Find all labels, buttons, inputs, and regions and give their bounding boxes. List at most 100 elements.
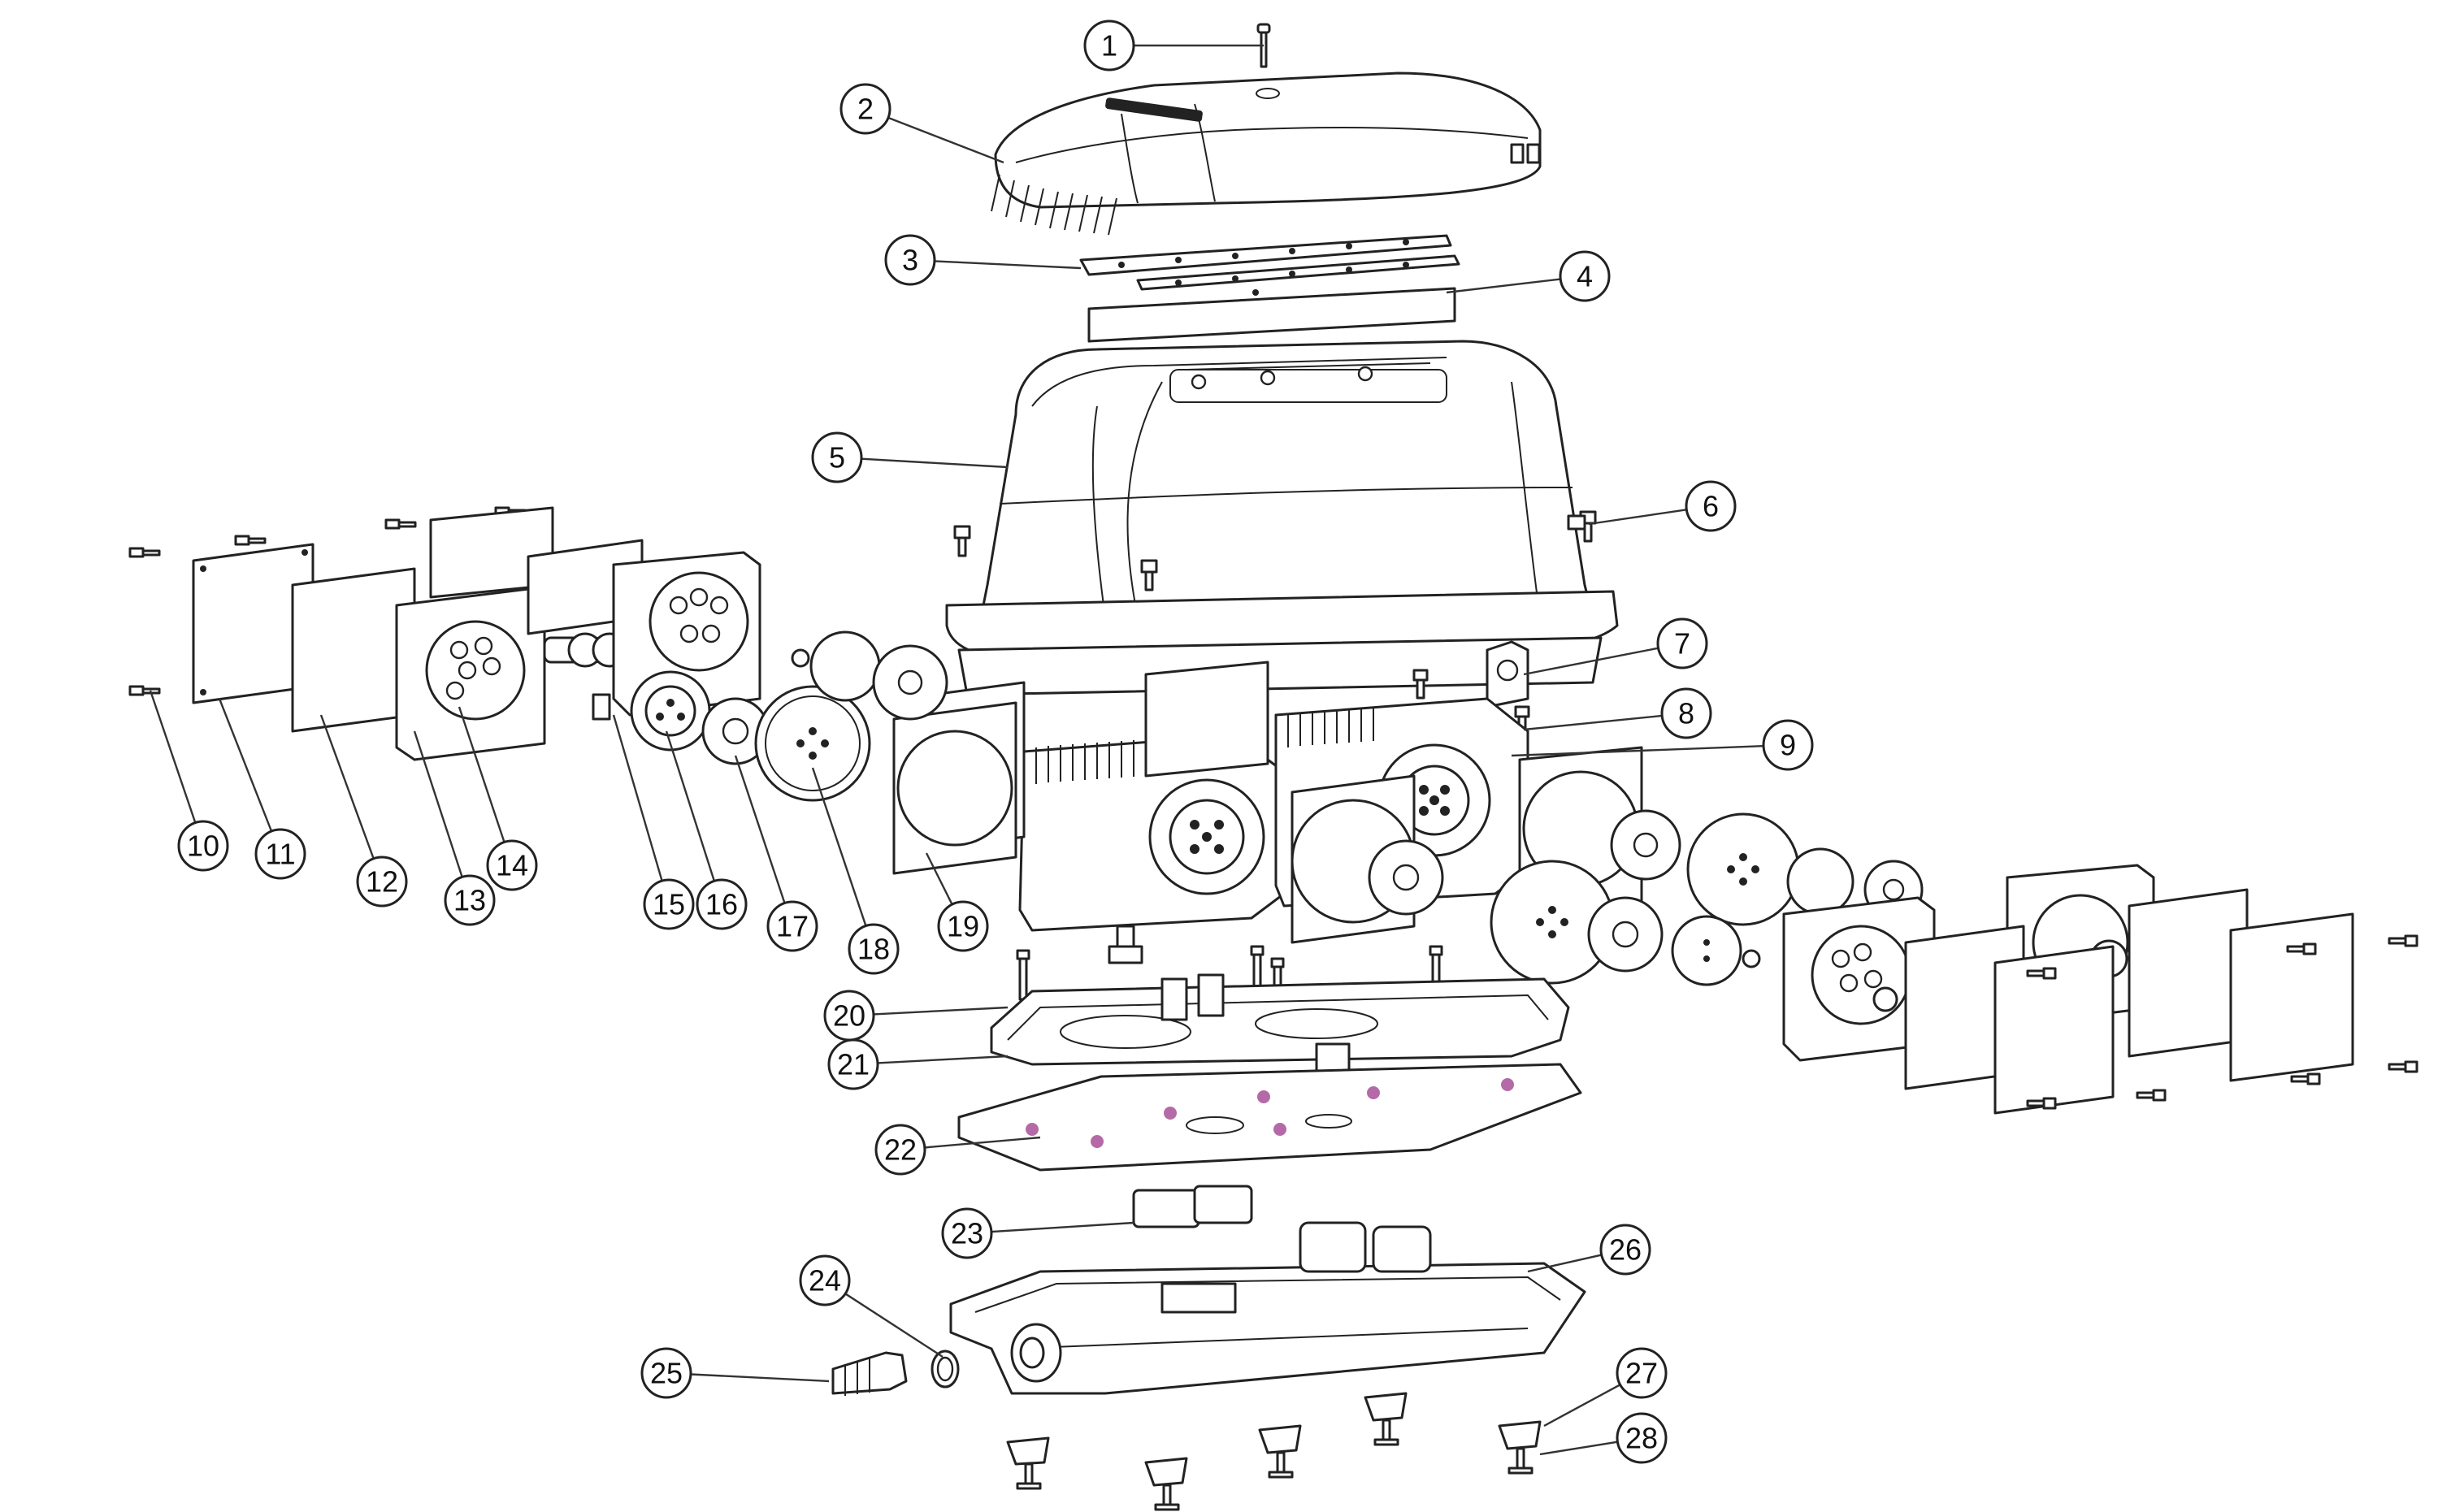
callout-2: 2 (839, 83, 1004, 164)
callout-5: 5 (811, 431, 1009, 483)
callout-circle-11 (254, 828, 306, 880)
callout-leader-17 (734, 755, 786, 903)
callout-leader-7 (1523, 647, 1659, 676)
callout-26: 26 (1527, 1224, 1651, 1276)
callout-circle-26 (1599, 1224, 1651, 1276)
callout-number-10: 10 (187, 830, 219, 863)
callout-27: 27 (1543, 1347, 1668, 1428)
callout-25: 25 (640, 1347, 830, 1399)
callout-number-25: 25 (650, 1357, 683, 1390)
callout-number-28: 28 (1625, 1422, 1658, 1455)
callout-leader-18 (811, 767, 867, 926)
callout-number-14: 14 (496, 849, 528, 882)
callout-10: 10 (149, 690, 229, 872)
callout-circle-25 (640, 1347, 692, 1399)
callout-circle-8 (1660, 687, 1712, 739)
part-left-pump-chamber-15 (592, 551, 761, 721)
callout-13: 13 (413, 730, 496, 926)
callout-leader-8 (1523, 714, 1663, 731)
callout-circle-21 (827, 1038, 879, 1090)
part-left-washer-17 (701, 697, 770, 765)
callout-18: 18 (811, 767, 900, 975)
callout-number-7: 7 (1674, 627, 1690, 661)
callout-number-4: 4 (1577, 260, 1593, 293)
part-left-valve-16 (630, 670, 711, 752)
callout-number-19: 19 (947, 910, 979, 943)
callout-circle-1 (1083, 19, 1135, 71)
callout-circle-14 (486, 839, 538, 891)
part-hose-fitting (831, 1351, 908, 1396)
callout-number-15: 15 (653, 888, 685, 921)
part-bracket (1486, 640, 1529, 708)
callout-number-1: 1 (1101, 29, 1117, 63)
callout-leader-9 (1511, 744, 1764, 757)
callout-leader-27 (1543, 1384, 1621, 1428)
callout-leader-15 (612, 714, 663, 882)
callout-leader-12 (319, 714, 375, 860)
part-left-diaphragm-18 (754, 685, 871, 802)
callout-circle-13 (444, 874, 496, 926)
callout-8: 8 (1523, 687, 1712, 739)
part-right-screws (2026, 934, 2418, 1110)
callout-circle-15 (643, 878, 695, 930)
callout-number-3: 3 (902, 244, 918, 277)
callout-22: 22 (874, 1124, 1041, 1176)
callout-11: 11 (218, 698, 306, 880)
callout-circle-2 (839, 83, 891, 135)
callout-number-12: 12 (366, 865, 398, 899)
part-foam-blocks (1132, 1185, 1253, 1228)
callout-circle-24 (799, 1254, 851, 1306)
callout-28: 28 (1539, 1412, 1668, 1464)
callout-circle-28 (1616, 1412, 1668, 1464)
callout-20: 20 (823, 990, 1009, 1042)
part-motor-left (1018, 734, 1286, 964)
callout-leader-11 (218, 698, 273, 832)
callout-6: 6 (1588, 480, 1737, 532)
callout-leader-4 (1446, 278, 1561, 294)
callout-circle-7 (1656, 617, 1708, 669)
callout-number-5: 5 (829, 441, 845, 474)
part-gasket (1079, 234, 1460, 291)
callout-leader-21 (877, 1055, 1009, 1064)
callout-19: 19 (925, 852, 989, 952)
callout-15: 15 (612, 714, 695, 930)
callout-leader-14 (458, 706, 505, 843)
callout-number-22: 22 (884, 1133, 917, 1167)
callout-circle-12 (356, 856, 408, 908)
callout-leader-6 (1588, 509, 1687, 526)
part-right-cover-plates (1904, 888, 2354, 1115)
callout-leader-23 (991, 1221, 1134, 1233)
part-housing (945, 340, 1619, 696)
callout-number-9: 9 (1780, 729, 1796, 762)
callout-23: 23 (941, 1207, 1134, 1259)
part-motor-side-plates (900, 661, 1444, 944)
callout-number-13: 13 (453, 884, 486, 917)
callout-12: 12 (319, 714, 408, 908)
callout-leader-20 (873, 1006, 1009, 1016)
callout-leader-22 (924, 1136, 1041, 1149)
part-left-pump-chamber-13 (395, 587, 546, 761)
callout-number-26: 26 (1609, 1233, 1642, 1267)
part-mount-bolts (1412, 669, 1530, 736)
callout-circle-10 (177, 820, 229, 872)
part-left-small-discs (791, 630, 948, 721)
callout-number-18: 18 (857, 933, 890, 966)
callout-circle-23 (941, 1207, 993, 1259)
part-mounting-frame (990, 973, 1570, 1078)
part-adapter-plate (892, 701, 1017, 875)
callout-number-8: 8 (1678, 697, 1694, 730)
part-right-pump-chamber (1782, 896, 1936, 1062)
callout-21: 21 (827, 1038, 1009, 1090)
callout-leader-13 (413, 730, 463, 877)
callout-circle-18 (848, 923, 900, 975)
callout-16: 16 (665, 730, 748, 930)
callout-leader-16 (665, 730, 716, 882)
callout-14: 14 (458, 706, 538, 891)
cover-vent-fins (991, 174, 1117, 236)
callout-circle-27 (1616, 1347, 1668, 1399)
callout-leader-3 (934, 260, 1082, 270)
callout-leader-5 (861, 457, 1009, 469)
callout-circle-9 (1762, 719, 1814, 771)
